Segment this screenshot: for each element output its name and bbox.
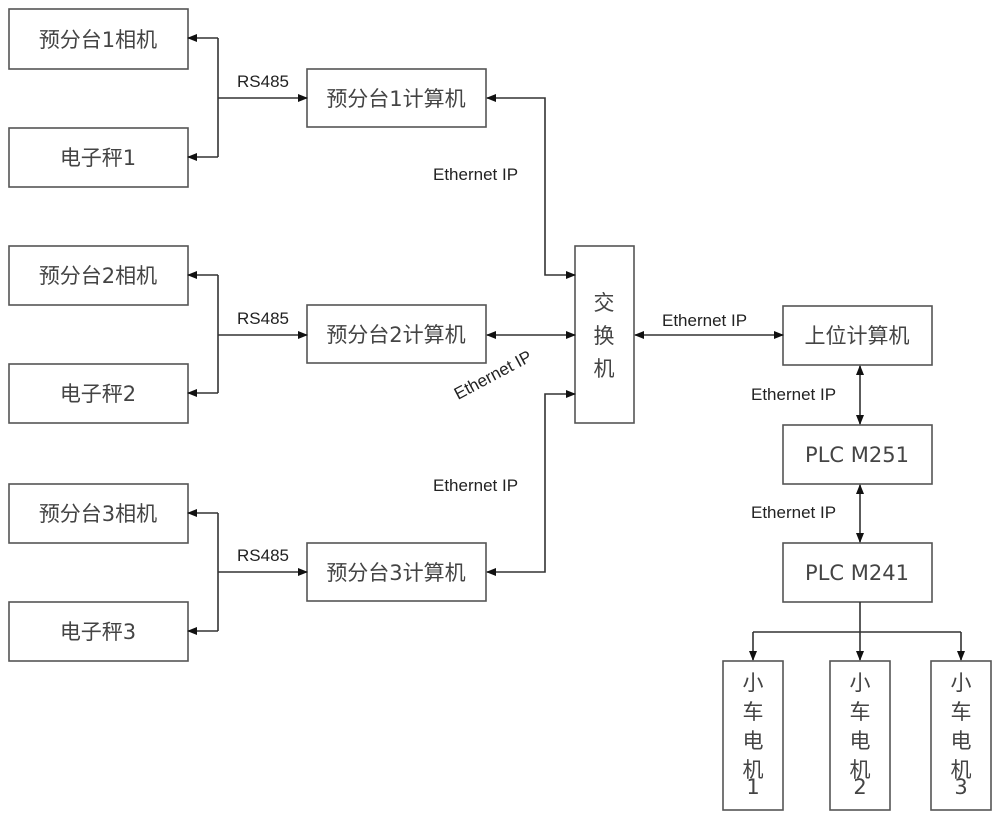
- camera-2-box: [8, 245, 189, 306]
- motor-3-char: 电: [951, 729, 972, 753]
- group-3: 预分台3相机 电子秤3 预分台3计算机 RS485: [8, 483, 487, 662]
- camera-3-label: 预分台3相机: [39, 502, 157, 526]
- scale-2-label: 电子秤2: [60, 382, 136, 406]
- motor-3-number: 3: [954, 775, 967, 799]
- motor-1-number: 1: [746, 775, 759, 799]
- computer-3-label: 预分台3计算机: [326, 561, 465, 585]
- scale-1-box: [8, 127, 189, 188]
- link-computer-1-switch: [486, 94, 576, 279]
- camera-2-label: 预分台2相机: [39, 264, 157, 288]
- motor-1-box: [722, 660, 784, 811]
- switch-label-3: 机: [594, 357, 615, 381]
- rs485-label-3: RS485: [237, 546, 289, 565]
- switch-box: [574, 245, 635, 424]
- link-computer-3-switch: [486, 390, 576, 576]
- motor-3-char: 小: [951, 671, 972, 695]
- motor-1-char: 车: [743, 700, 764, 724]
- plc-m241-label: PLC M241: [805, 561, 909, 585]
- motor-2-box: [829, 660, 891, 811]
- motor-3: 小 车 电 机 3: [930, 660, 992, 811]
- switch-label-1: 交: [594, 291, 615, 315]
- motor-2-char: 小: [850, 671, 871, 695]
- camera-1-label: 预分台1相机: [39, 28, 157, 52]
- motor-1-char: 电: [743, 729, 764, 753]
- ethernet-label-plc241: Ethernet IP: [751, 503, 836, 522]
- scale-3-label: 电子秤3: [60, 620, 136, 644]
- motor-2-char: 电: [850, 729, 871, 753]
- host-computer-box: [782, 305, 933, 366]
- switch-label-2: 换: [594, 324, 615, 348]
- motor-1: 小 车 电 机 1: [722, 660, 784, 811]
- scale-3-box: [8, 601, 189, 662]
- motor-3-char: 机: [951, 758, 972, 782]
- computer-1-box: [306, 68, 487, 128]
- ethernet-label-pc3: Ethernet IP: [433, 476, 518, 495]
- motor-2-char: 机: [850, 758, 871, 782]
- computer-1-label: 预分台1计算机: [326, 87, 465, 111]
- motor-1-char: 机: [743, 758, 764, 782]
- ethernet-label-plc251: Ethernet IP: [751, 385, 836, 404]
- host-computer-label: 上位计算机: [805, 324, 910, 348]
- camera-3-box: [8, 483, 189, 544]
- rs485-label-1: RS485: [237, 72, 289, 91]
- plc-m241-box: [782, 542, 933, 603]
- plc-m251-label: PLC M251: [805, 443, 909, 467]
- plc-m251-box: [782, 424, 933, 485]
- group-1: 预分台1相机 电子秤1 预分台1计算机 RS485: [8, 8, 487, 188]
- motor-1-char: 小: [743, 671, 764, 695]
- camera-1-box: [8, 8, 189, 70]
- motor-2-number: 2: [853, 775, 866, 799]
- ethernet-label-host: Ethernet IP: [662, 311, 747, 330]
- motor-3-box: [930, 660, 992, 811]
- scale-2-box: [8, 363, 189, 424]
- motor-2-char: 车: [850, 700, 871, 724]
- motor-3-char: 车: [951, 700, 972, 724]
- rs485-label-2: RS485: [237, 309, 289, 328]
- scale-1-label: 电子秤1: [60, 146, 136, 170]
- computer-2-label: 预分台2计算机: [326, 323, 465, 347]
- motor-2: 小 车 电 机 2: [829, 660, 891, 811]
- ethernet-label-pc1: Ethernet IP: [433, 165, 518, 184]
- group-2: 预分台2相机 电子秤2 预分台2计算机 RS485: [8, 245, 487, 424]
- computer-3-box: [306, 542, 487, 602]
